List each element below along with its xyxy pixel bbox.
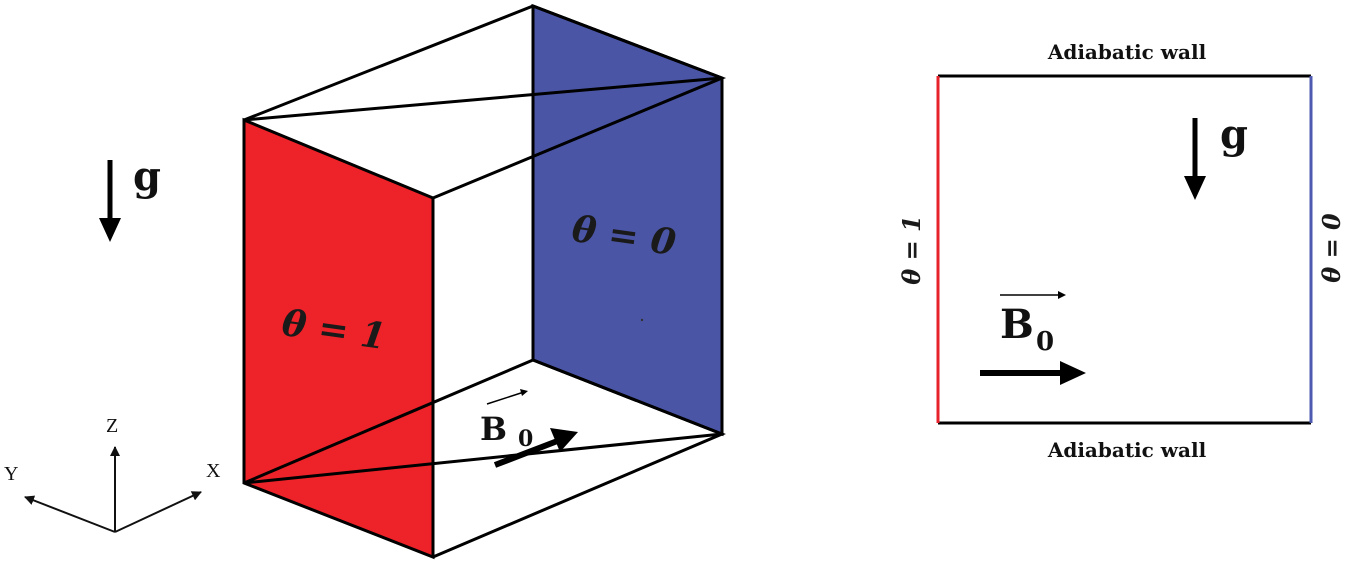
diagonal-bottom [243, 432, 723, 485]
axes-3d: Z Y X [4, 415, 221, 533]
field-label-2d: B [1000, 301, 1034, 348]
axis-y-label: Y [4, 463, 18, 485]
cold-wall-label-2d: θ = 0 [1317, 213, 1346, 283]
bottom-face-edges [243, 358, 726, 559]
y-axis [24, 495, 116, 533]
gravity-label-2d: g [1220, 111, 1248, 158]
bottom-wall-label: Adiabatic wall [1047, 438, 1207, 462]
cavity-2d: Adiabatic wall Adiabatic wall θ = 1 θ = … [897, 40, 1346, 462]
hot-wall-label-2d: θ = 1 [897, 215, 926, 285]
field-vector-2d: B 0 [980, 291, 1086, 385]
gravity-label-3d: g [133, 153, 161, 200]
gravity-2d: g [1184, 111, 1248, 200]
top-face-edges [243, 4, 727, 200]
field-subscript-3d: 0 [518, 426, 533, 452]
field-label-3d: B [480, 410, 507, 448]
diagonal-top [243, 76, 723, 122]
field-overbar-3d [486, 391, 525, 405]
axis-x-label: X [206, 460, 221, 482]
gravity-3d: g [99, 153, 161, 242]
field-vector-3d: B 0 [480, 389, 578, 468]
x-axis [114, 491, 202, 533]
field-subscript-2d: 0 [1036, 327, 1054, 357]
cavity-3d: θ = 1 θ = 0 B 0 g Z Y X [4, 3, 727, 560]
axis-z-label: Z [106, 415, 118, 437]
field-arrow-3d [493, 437, 562, 468]
stray-dot [640, 318, 644, 322]
top-wall-label: Adiabatic wall [1047, 40, 1207, 64]
